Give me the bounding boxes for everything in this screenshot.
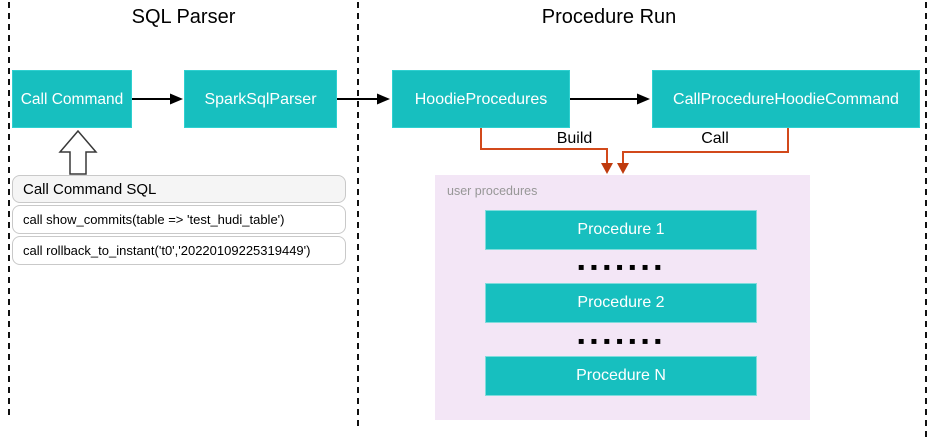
sql-statement-show-commits: call show_commits(table => 'test_hudi_ta… (12, 205, 346, 234)
section-title-sql-parser: SQL Parser (131, 6, 236, 28)
edge-label-call: Call (701, 130, 729, 147)
user-procedures-container: user procedures Procedure 1 ▪▪▪▪▪▪▪ Proc… (435, 175, 810, 420)
sql-statement-rollback: call rollback_to_instant('t0','202201092… (12, 236, 346, 265)
call-connector (622, 128, 789, 164)
user-procedures-label: user procedures (447, 184, 538, 198)
hollow-up-arrow (58, 129, 98, 175)
node-spark-sql-parser: SparkSqlParser (184, 70, 337, 128)
node-call-procedure-hoodie-command: CallProcedureHoodieCommand (652, 70, 920, 128)
node-procedure-1: Procedure 1 (485, 210, 757, 250)
edge-label-build: Build (556, 130, 593, 147)
section-title-procedure-run: Procedure Run (541, 6, 677, 28)
flow-arrowhead-2 (377, 93, 390, 105)
build-connector (480, 128, 608, 164)
sql-panel-header: Call Command SQL (12, 175, 346, 203)
node-procedure-2: Procedure 2 (485, 283, 757, 323)
node-call-command: Call Command (12, 70, 132, 128)
ellipsis-dots: ▪▪▪▪▪▪▪ (577, 335, 668, 347)
call-arrowhead (617, 163, 629, 174)
node-procedure-n: Procedure N (485, 356, 757, 396)
node-hoodie-procedures: HoodieProcedures (392, 70, 570, 128)
flow-arrowhead-1 (170, 93, 183, 105)
ellipsis-dots: ▪▪▪▪▪▪▪ (577, 261, 668, 273)
flow-arrowhead-3 (637, 93, 650, 105)
build-arrowhead (601, 163, 613, 174)
